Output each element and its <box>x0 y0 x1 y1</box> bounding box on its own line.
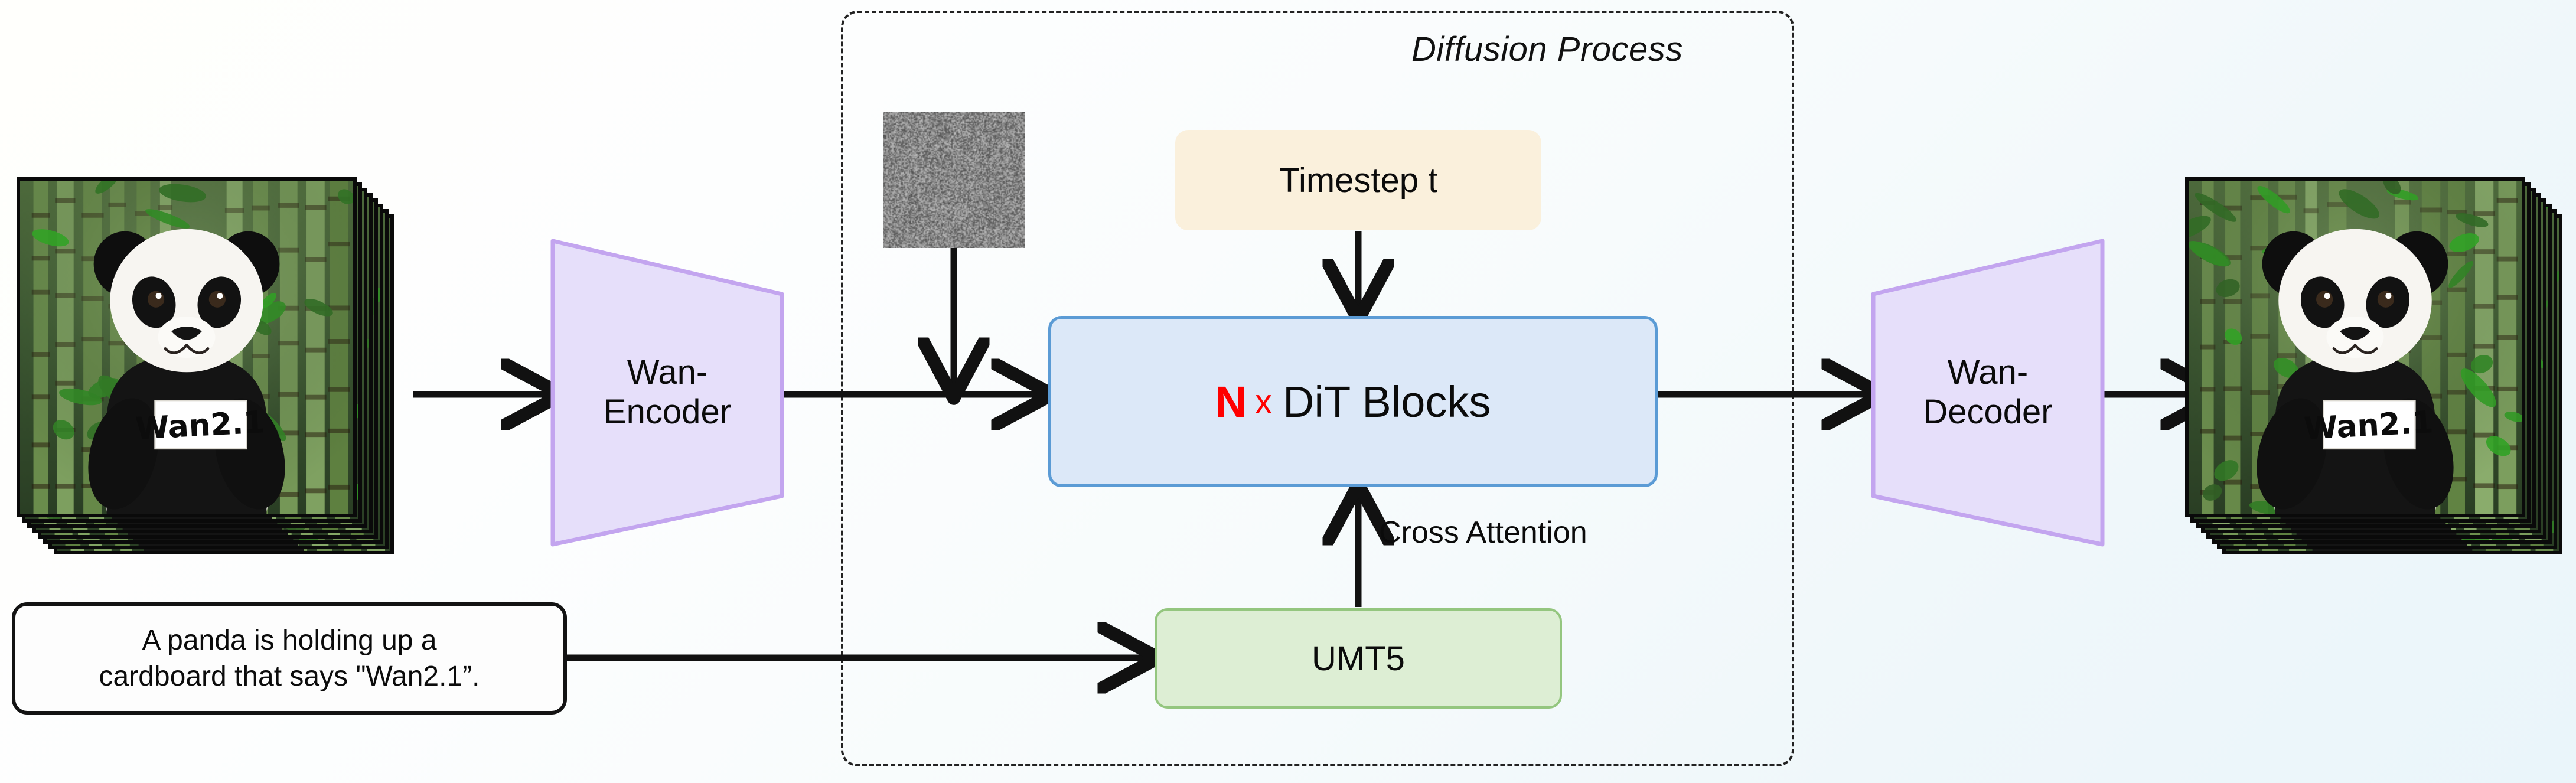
output-video-frames: Wan2.1Wan2.1Wan2.1Wan2.1Wan2.1Wan2.1Wan2… <box>2185 177 2563 555</box>
timestep-box[interactable]: Timestep t <box>1175 130 1541 230</box>
wan-encoder-block[interactable]: Wan- Encoder <box>549 236 785 549</box>
svg-text:Wan2.1: Wan2.1 <box>135 404 266 446</box>
prompt-line-2: cardboard that says "Wan2.1”. <box>99 658 480 694</box>
dit-blocks-label: DiT Blocks <box>1283 377 1491 427</box>
umt5-label: UMT5 <box>1312 639 1405 678</box>
svg-text:Wan2.1: Wan2.1 <box>2303 404 2434 446</box>
input-video-frames: Wan2.1Wan2.1Wan2.1Wan2.1Wan2.1Wan2.1Wan2… <box>17 177 394 555</box>
timestep-label: Timestep t <box>1279 161 1438 200</box>
dit-repeat-count: N <box>1215 377 1247 427</box>
umt5-text-encoder-box[interactable]: UMT5 <box>1155 608 1562 709</box>
prompt-text-box[interactable]: A panda is holding up a cardboard that s… <box>12 602 567 715</box>
gaussian-noise-latent <box>883 112 1025 248</box>
prompt-line-1: A panda is holding up a <box>142 622 436 658</box>
video-frame: Wan2.1 <box>17 177 357 517</box>
diffusion-process-title: Diffusion Process <box>1411 30 1683 69</box>
video-frame: Wan2.1 <box>2185 177 2525 517</box>
dit-blocks-box[interactable]: N x DiT Blocks <box>1048 316 1658 487</box>
cross-attention-label: Cross Attention <box>1379 515 1587 550</box>
wan-decoder-block[interactable]: Wan- Decoder <box>1870 236 2106 549</box>
dit-multiply-symbol: x <box>1255 382 1272 422</box>
